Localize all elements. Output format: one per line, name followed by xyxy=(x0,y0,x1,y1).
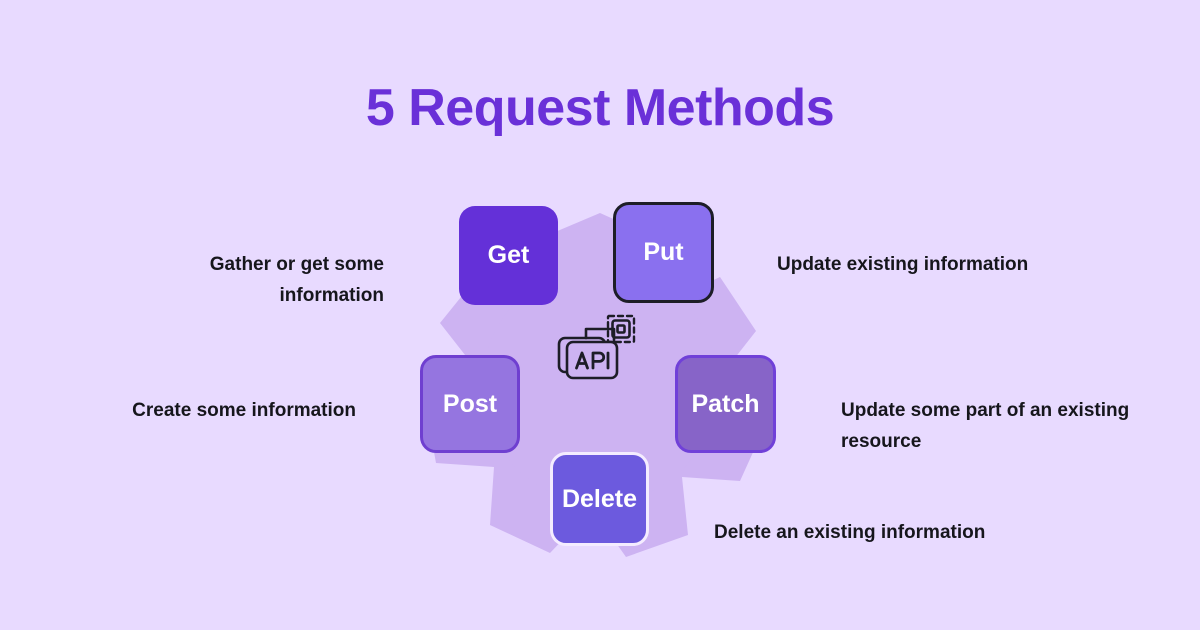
page-title: 5 Request Methods xyxy=(365,79,835,137)
method-label-put: Put xyxy=(643,238,684,266)
method-description-put: Update existing information xyxy=(777,254,1029,275)
method-label-delete: Delete xyxy=(561,484,638,513)
method-box-post[interactable]: Post xyxy=(420,355,520,453)
method-box-delete[interactable]: Delete xyxy=(550,452,649,546)
method-box-put[interactable]: Put xyxy=(613,202,714,303)
method-description-post: Create some information xyxy=(132,400,356,421)
chip-selection-box xyxy=(606,314,636,344)
method-description-patch: Update some part of an existing resource xyxy=(841,400,1130,452)
method-description-get: Gather or get some information xyxy=(209,254,384,306)
api-icon xyxy=(557,314,636,380)
method-label-post: Post xyxy=(442,389,498,418)
method-description-delete: Delete an existing information xyxy=(714,522,986,543)
method-box-get[interactable]: Get xyxy=(459,206,558,305)
method-box-patch[interactable]: Patch xyxy=(675,355,776,453)
method-label-get: Get xyxy=(487,241,530,269)
method-label-patch: Patch xyxy=(691,389,760,418)
